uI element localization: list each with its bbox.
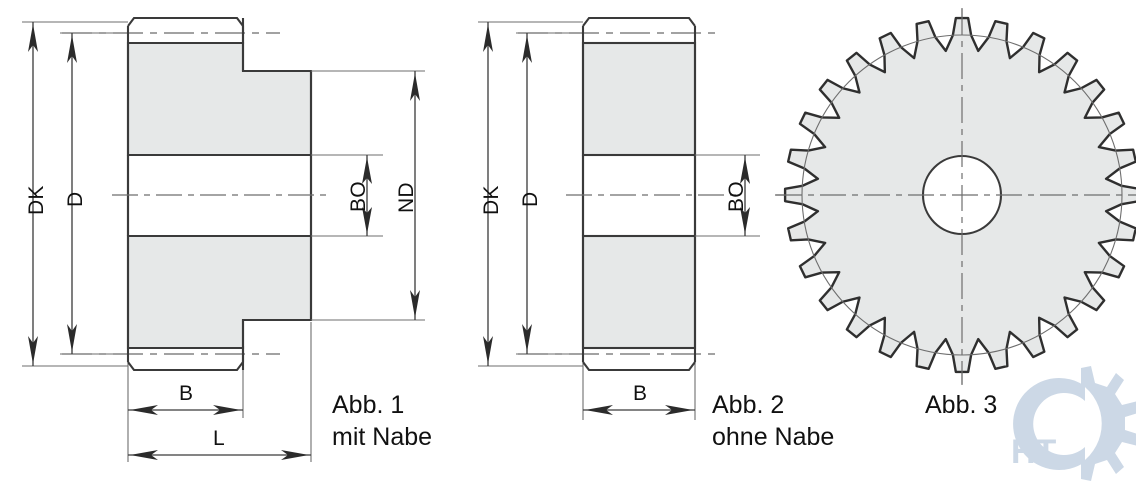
fig1-upper-body bbox=[126, 41, 313, 157]
caption-abb1-line2: mit Nabe bbox=[332, 423, 433, 452]
figure-2-group bbox=[478, 16, 760, 420]
dim-label-b-fig2: B bbox=[633, 382, 648, 405]
fig1-dim-d bbox=[67, 33, 77, 354]
caption-abb1: Abb. 1 mit Nabe bbox=[332, 392, 432, 451]
caption-abb3: Abb. 3 bbox=[925, 392, 997, 418]
dim-label-b-fig1: B bbox=[179, 382, 194, 405]
fig2-dim-dk bbox=[483, 22, 493, 366]
caption-abb1-line1: Abb. 1 bbox=[332, 391, 405, 419]
fig1-dim-nd bbox=[311, 70, 425, 321]
dim-label-dk-fig1: DK bbox=[25, 185, 48, 215]
caption-abb2: Abb. 2 ohne Nabe bbox=[712, 392, 834, 451]
fig1-dim-b bbox=[128, 405, 243, 415]
dim-label-l-fig1: L bbox=[213, 427, 225, 450]
fig2-body-edges bbox=[581, 26, 697, 362]
fig1-dim-l bbox=[128, 450, 311, 460]
dim-label-dk-fig2: DK bbox=[480, 185, 503, 215]
fig2-outer-profile bbox=[582, 16, 696, 372]
fig2-lower-body bbox=[581, 234, 697, 350]
dim-label-d-fig1: D bbox=[64, 191, 87, 207]
dim-label-bo-fig2: BO bbox=[725, 181, 748, 212]
fig1-dim-dk bbox=[28, 22, 38, 366]
fig1-dim-bo bbox=[311, 154, 383, 237]
caption-abb3-line1: Abb. 3 bbox=[925, 391, 998, 419]
fig1-lower-body bbox=[126, 234, 313, 350]
caption-abb2-line2: ohne Nabe bbox=[712, 423, 835, 452]
fig2-upper-body bbox=[581, 41, 697, 157]
figure-1-group bbox=[22, 16, 425, 462]
caption-abb2-line1: Abb. 2 bbox=[712, 391, 785, 419]
fig2-dim-d bbox=[522, 33, 532, 354]
fig2-dim-bo bbox=[695, 154, 760, 237]
dim-label-d-fig2: D bbox=[519, 191, 542, 207]
dim-label-nd-fig1: ND bbox=[395, 182, 418, 213]
dim-label-bo-fig1: BO bbox=[347, 181, 370, 212]
fig2-dim-b bbox=[583, 405, 695, 415]
figure-3-group bbox=[775, 8, 1136, 385]
